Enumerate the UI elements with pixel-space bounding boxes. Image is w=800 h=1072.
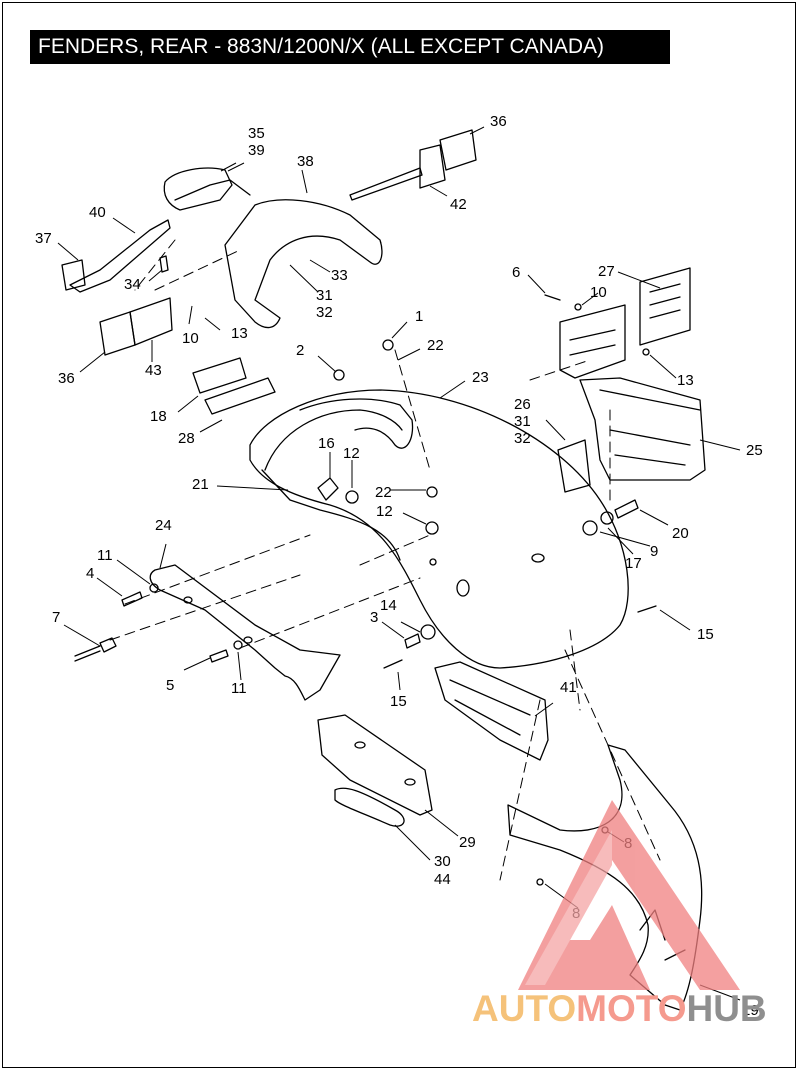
callout-label: 34 [124, 276, 141, 293]
side-cover-41-part [434, 661, 549, 761]
callout-label: 43 [145, 362, 162, 379]
callout-label: 20 [672, 525, 689, 542]
lower-fender-part [507, 744, 703, 1011]
callout-label: 37 [35, 230, 52, 247]
callout-label: 24 [155, 517, 172, 534]
callout-label: 12 [376, 503, 393, 520]
callout-label: 29 [459, 834, 476, 851]
callout-label: 28 [178, 430, 195, 447]
fender-strut-part [149, 564, 341, 701]
callout-label: 6 [512, 264, 520, 281]
callout-label: 39 [248, 142, 265, 159]
callout-label: 15 [390, 693, 407, 710]
callout-label: 38 [297, 153, 314, 170]
callout-label: 13 [231, 325, 248, 342]
callout-label: 40 [89, 204, 106, 221]
reflector-30-part [334, 787, 405, 827]
callout-label: 31 [316, 287, 333, 304]
light-35-part [163, 167, 233, 211]
callout-label: 19 [742, 1002, 759, 1019]
strut-cover-part [224, 199, 383, 329]
callout-label: 18 [150, 408, 167, 425]
callout-label: 23 [472, 369, 489, 386]
callout-label: 31 [514, 413, 531, 430]
callout-label: 11 [97, 547, 113, 564]
bolt-7-part [74, 637, 117, 662]
callout-label: 5 [166, 677, 174, 694]
callout-label: 41 [560, 679, 577, 696]
callout-label: 1 [415, 308, 423, 325]
callout-label: 44 [434, 871, 451, 888]
watermark-moto: MOTO [576, 988, 687, 1029]
watermark-hub: HUB [686, 988, 767, 1029]
callout-label: 3 [370, 609, 378, 626]
callout-label: 12 [343, 445, 360, 462]
reflector-36-part [439, 129, 477, 171]
callout-label: 14 [380, 597, 397, 614]
diagram-title: FENDERS, REAR - 883N/1200N/X (ALL EXCEPT… [30, 30, 670, 64]
reflector-18-part [192, 357, 247, 394]
callout-label: 4 [86, 565, 94, 582]
license-bracket-part [579, 377, 706, 481]
callout-label: 27 [598, 263, 615, 280]
callout-label: 36 [58, 370, 75, 387]
callout-label: 17 [625, 555, 642, 572]
watermark-auto: AUTO [472, 988, 577, 1029]
callout-label: 26 [514, 396, 531, 413]
callout-label: 30 [434, 853, 451, 870]
callout-label: 36 [490, 113, 507, 130]
side-cover-29-part [317, 714, 433, 816]
callout-label: 35 [248, 125, 265, 142]
callout-label: 10 [182, 330, 199, 347]
callout-label: 15 [697, 626, 714, 643]
callout-label: 42 [450, 196, 467, 213]
callout-label: 16 [318, 435, 335, 452]
bolt-5-part [209, 649, 229, 663]
callout-label: 7 [52, 609, 60, 626]
callout-label: 9 [650, 543, 658, 560]
callout-label: 22 [427, 337, 444, 354]
callout-label: 10 [590, 284, 607, 301]
plate-27-part [639, 267, 691, 346]
callout-label: 33 [331, 267, 348, 284]
callout-label: 32 [316, 304, 333, 321]
callout-label: 22 [375, 484, 392, 501]
callout-label: 21 [192, 476, 209, 493]
callout-label: 25 [746, 442, 763, 459]
callout-label: 11 [231, 680, 247, 697]
rear-fender-part [249, 389, 629, 669]
tail-light-part [557, 439, 591, 493]
callout-label: 32 [514, 430, 531, 447]
callout-label: 2 [296, 342, 304, 359]
watermark-logo [518, 800, 740, 990]
watermark-text: AUTOMOTOHUB [472, 988, 767, 1030]
callout-label: 13 [677, 372, 694, 389]
